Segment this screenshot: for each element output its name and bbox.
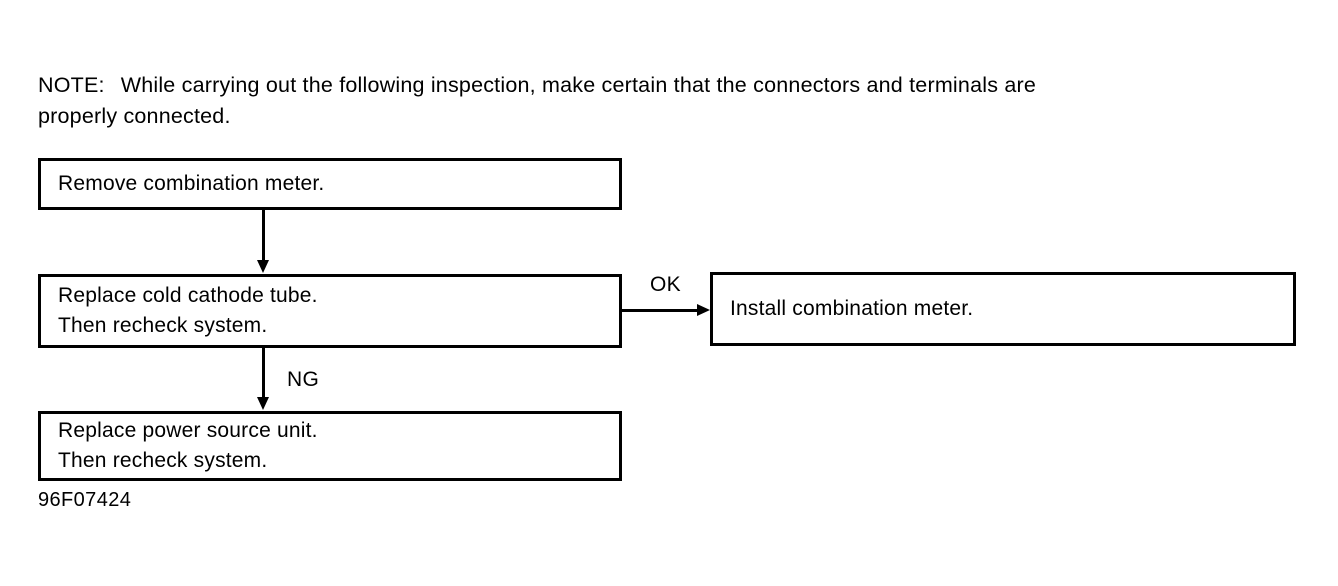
arrowhead-right-replace-tube-to-install xyxy=(697,304,710,316)
connector-remove-to-replace-tube xyxy=(262,210,265,262)
figure-caption: 96F07424 xyxy=(38,489,132,511)
edge-label-ok: OK xyxy=(650,273,681,296)
flow-box-remove-combination-meter-label: Remove combination meter. xyxy=(58,172,325,195)
flow-box-replace-cold-cathode-tube-line-1: Replace cold cathode tube. xyxy=(58,284,318,307)
note-text-line-1: While carrying out the following inspect… xyxy=(120,73,1036,97)
flow-box-replace-cold-cathode-tube-label: Replace cold cathode tube. Then recheck … xyxy=(58,281,318,341)
flow-box-replace-power-source-unit-line-2: Then recheck system. xyxy=(58,449,268,472)
connector-replace-tube-to-install xyxy=(622,309,702,312)
flow-box-install-combination-meter: Install combination meter. xyxy=(710,272,1296,346)
note-line-2: properly connected. xyxy=(38,104,231,128)
arrowhead-down-replace-tube-to-replace-psu xyxy=(257,397,269,410)
connector-replace-tube-to-replace-psu xyxy=(262,348,265,400)
arrowhead-down-remove-to-replace-tube xyxy=(257,260,269,273)
note-label: NOTE: xyxy=(38,73,105,97)
note-line-1: NOTE: While carrying out the following in… xyxy=(38,70,1308,101)
flow-box-replace-power-source-unit: Replace power source unit. Then recheck … xyxy=(38,411,622,481)
flow-box-replace-cold-cathode-tube: Replace cold cathode tube. Then recheck … xyxy=(38,274,622,348)
edge-label-ng: NG xyxy=(287,368,320,391)
flow-box-install-combination-meter-label: Install combination meter. xyxy=(730,297,974,320)
flow-box-replace-power-source-unit-line-1: Replace power source unit. xyxy=(58,419,318,442)
note-paragraph: NOTE: While carrying out the following in… xyxy=(38,70,1308,132)
flow-box-remove-combination-meter: Remove combination meter. xyxy=(38,158,622,210)
flow-box-replace-cold-cathode-tube-line-2: Then recheck system. xyxy=(58,314,268,337)
flow-box-replace-power-source-unit-label: Replace power source unit. Then recheck … xyxy=(58,416,318,476)
